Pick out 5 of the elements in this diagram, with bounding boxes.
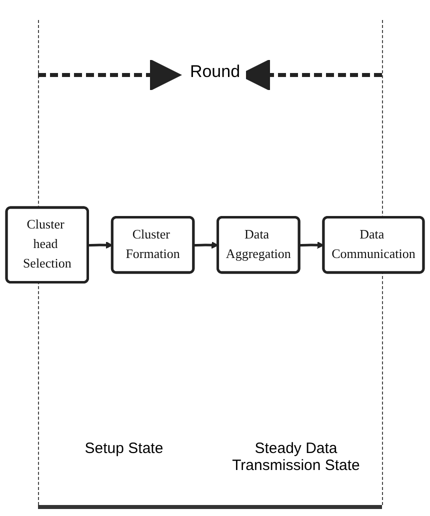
- arrow: [299, 242, 324, 249]
- arrow: [194, 242, 219, 249]
- arrow: [88, 242, 113, 249]
- phase-label: Setup State: [84, 440, 164, 459]
- phase-label: Steady Data Transmission State: [231, 440, 361, 474]
